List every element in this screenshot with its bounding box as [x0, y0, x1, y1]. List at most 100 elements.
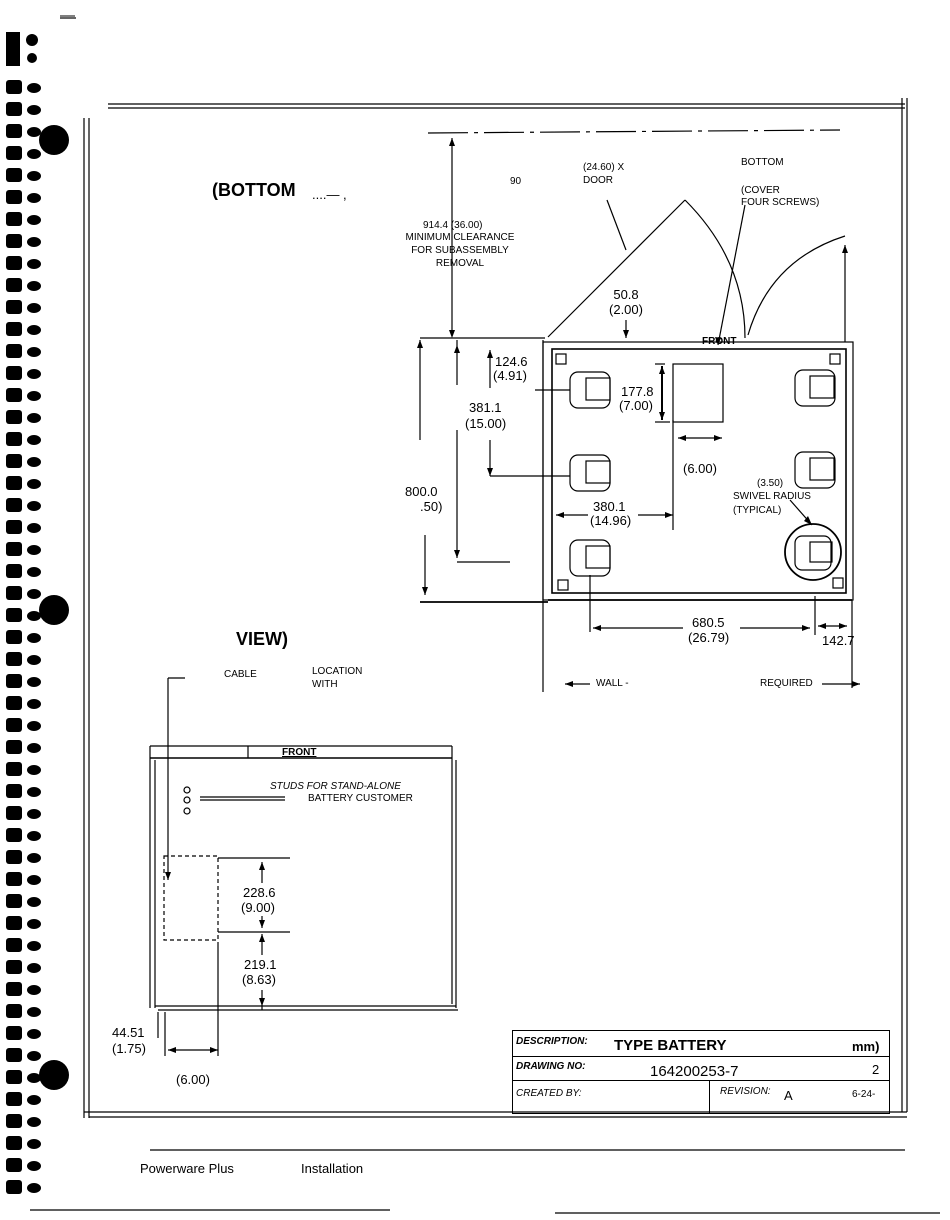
binding-hole	[27, 369, 41, 379]
binding-hole	[27, 963, 41, 973]
binding-ring	[6, 168, 22, 182]
studs-label: STUDS FOR STAND-ALONE	[270, 781, 401, 792]
clearance-dimension: 914.4 (36.00)	[423, 220, 483, 231]
clearance-line-1: MINIMUM CLEARANCE	[405, 232, 515, 243]
spiral-binding-image	[6, 32, 69, 1194]
binding-ring	[6, 1070, 22, 1084]
cable-label: CABLE	[224, 669, 257, 680]
binding-hole	[27, 413, 41, 423]
top-dash: —	[60, 7, 75, 24]
cover-arc	[747, 235, 846, 336]
binding-ring	[6, 432, 22, 446]
footer-product: Powerware Plus	[140, 1161, 234, 1176]
binding-ring	[6, 982, 22, 996]
binding-ring	[6, 938, 22, 952]
cable-dim-6-00: (6.00)	[176, 1072, 210, 1087]
binding-hole	[27, 457, 41, 467]
binding-ring	[6, 366, 22, 380]
binding-hole	[27, 1139, 41, 1149]
binding-ring	[6, 454, 22, 468]
binding-ring	[6, 146, 22, 160]
binding-hole	[27, 105, 41, 115]
binding-ring	[6, 410, 22, 424]
door-dimension: (24.60) X	[583, 162, 625, 173]
binding-ring	[6, 388, 22, 402]
binding-ring	[6, 1048, 22, 1062]
binding-ring	[6, 740, 22, 754]
binding-hole	[27, 83, 41, 93]
binding-hole	[27, 149, 41, 159]
clearance-line	[427, 129, 841, 134]
binding-ring	[6, 1026, 22, 1040]
binding-hole	[27, 919, 41, 929]
binding-hole	[27, 171, 41, 181]
door-label: DOOR	[583, 175, 613, 186]
binding-hole	[27, 611, 41, 621]
binding-hole	[27, 193, 41, 203]
dim-1-75: (1.75)	[112, 1041, 146, 1056]
binding-hole	[27, 721, 41, 731]
binding-hole	[27, 589, 41, 599]
binding-ring	[6, 498, 22, 512]
dim-219-1: 219.1	[244, 957, 277, 972]
dim-50-8: 50.8	[613, 287, 639, 302]
binding-ring	[6, 278, 22, 292]
binding-ring	[6, 476, 22, 490]
front-label: FRONT	[702, 336, 737, 347]
binding-hole	[27, 127, 41, 137]
binding-ring	[6, 80, 22, 94]
binding-ring	[6, 674, 22, 688]
binding-hole	[27, 237, 41, 247]
binding-hole	[27, 985, 41, 995]
binding-hole	[27, 215, 41, 225]
caster-group	[569, 369, 842, 581]
binding-ring	[6, 586, 22, 600]
binding-hole	[27, 501, 41, 511]
binding-hole	[27, 1161, 41, 1171]
binding-hole	[27, 831, 41, 841]
dim-680-5: 680.5	[692, 615, 725, 630]
dim-3-50: (3.50)	[757, 478, 784, 489]
wall-label: WALL -	[596, 678, 629, 689]
binding-hole	[27, 303, 41, 313]
binding-ring	[6, 322, 22, 336]
dim-228-6: 228.6	[243, 885, 276, 900]
binding-ring	[6, 1004, 22, 1018]
dim-14-96: (14.96)	[590, 513, 632, 528]
location-label: LOCATION	[312, 666, 363, 677]
binding-hole	[27, 897, 41, 907]
binding-hole	[27, 1117, 41, 1127]
revision-value: A	[784, 1088, 793, 1103]
drawing-no-suffix: 2	[872, 1062, 880, 1077]
required-label: REQUIRED	[760, 678, 813, 689]
binding-hole	[27, 259, 41, 269]
footer-section: Installation	[301, 1161, 364, 1176]
dim-50: .50)	[420, 499, 443, 514]
binding-ring	[6, 960, 22, 974]
binding-ring	[6, 916, 22, 930]
binding-ring	[6, 696, 22, 710]
dim-7-00: (7.00)	[619, 398, 653, 413]
swivel-typical-label: (TYPICAL)	[733, 505, 782, 516]
angle-label: 90	[510, 176, 522, 187]
dim-2-00: (2.00)	[609, 302, 643, 317]
binding-punch-hole	[39, 595, 69, 625]
created-by-label: CREATED BY:	[516, 1088, 582, 1099]
bottom-view-title-end: VIEW)	[236, 629, 288, 649]
description-unit: mm)	[852, 1039, 880, 1054]
binding-ring	[6, 1158, 22, 1172]
clearance-line-2: FOR SUBASSEMBLY	[411, 245, 509, 256]
swivel-radius-label: SWIVEL RADIUS	[733, 491, 811, 502]
binding-hole	[27, 479, 41, 489]
dim-8-63: (8.63)	[242, 972, 276, 987]
binding-hole	[27, 545, 41, 555]
dim-4-91: (4.91)	[493, 368, 527, 383]
binding-ring	[6, 102, 22, 116]
binding-hole	[27, 1183, 41, 1193]
binding-hole	[27, 743, 41, 753]
binding-ring	[6, 894, 22, 908]
dim-26-79: (26.79)	[688, 630, 730, 645]
binding-ring	[6, 806, 22, 820]
binding-hole	[27, 1073, 41, 1083]
